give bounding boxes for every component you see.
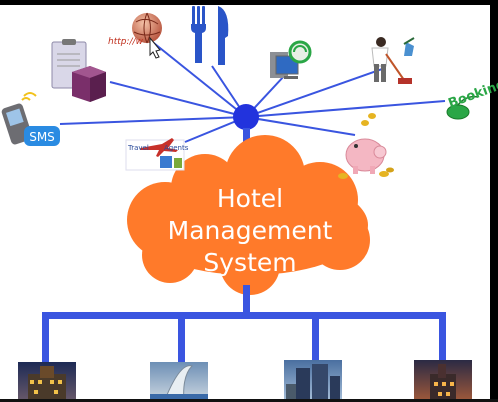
branch-drop-1 bbox=[42, 312, 49, 364]
sms-phone-icon: SMS bbox=[1, 92, 60, 146]
right-frame-border bbox=[490, 0, 498, 402]
booking-label: Booking bbox=[446, 77, 498, 111]
fork-knife-icon bbox=[191, 6, 229, 65]
central-hub bbox=[233, 104, 259, 130]
hotel-building-1 bbox=[18, 362, 76, 402]
hotel-building-4 bbox=[414, 360, 472, 402]
branch-bus bbox=[42, 312, 446, 319]
housekeeping-icon bbox=[371, 37, 415, 84]
system-cloud bbox=[127, 135, 370, 295]
travel-agent-icon: Travel Agents bbox=[125, 138, 189, 171]
hotel-building-2 bbox=[150, 362, 208, 402]
hotel-building-3 bbox=[284, 360, 342, 402]
branch-drop-4 bbox=[439, 312, 446, 364]
spoke-lines bbox=[59, 39, 446, 143]
branch-drop-3 bbox=[312, 312, 319, 364]
web-url-label: http://w bbox=[108, 37, 144, 47]
sms-label: SMS bbox=[29, 130, 55, 144]
cloud-title-line-2: Management bbox=[167, 216, 333, 245]
trunk-bottom bbox=[243, 285, 250, 315]
travel-label-1: Travel bbox=[127, 144, 149, 152]
travel-label-2: Agents bbox=[164, 144, 189, 152]
web-globe-icon: http://w bbox=[108, 12, 162, 59]
cloud-title-line-3: System bbox=[203, 248, 297, 277]
bottom-frame-border bbox=[0, 399, 498, 402]
cloud-title: Hotel Management System bbox=[140, 183, 360, 279]
computer-sync-icon bbox=[270, 40, 312, 79]
booking-mouse-icon: Booking bbox=[446, 77, 498, 120]
clipboard-icon bbox=[51, 39, 106, 102]
top-frame-border bbox=[0, 0, 498, 5]
branch-drop-2 bbox=[178, 312, 185, 364]
piggy-bank-icon bbox=[338, 113, 394, 179]
cloud-title-line-1: Hotel bbox=[216, 184, 284, 213]
